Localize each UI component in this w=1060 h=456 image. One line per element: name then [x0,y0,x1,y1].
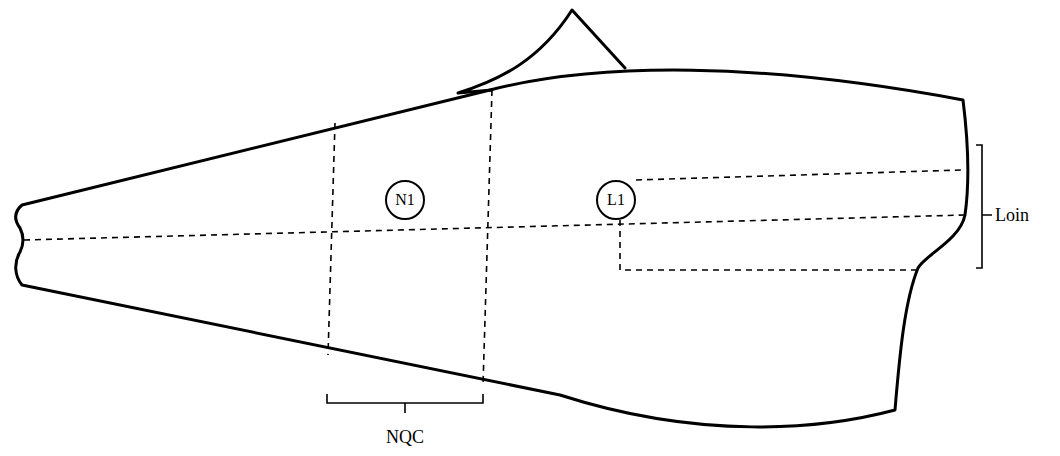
loin-outline-top [636,170,962,180]
nqc-cut-right [483,90,492,385]
nqc-cut-left [328,123,335,355]
fish-outline [16,70,968,427]
callout-circle: N1 [385,180,425,220]
nqc-bracket [327,394,483,413]
loin-bracket [976,145,992,268]
callout-number: L1 [607,191,625,209]
dorsal-fin [458,10,625,93]
callout-circle: L1 [596,180,636,220]
center-line [24,215,965,240]
part-label: NQC [384,427,426,448]
loin-outline-bottom [620,220,916,270]
callout-number: N1 [395,191,415,209]
part-label: Loin [993,205,1031,226]
